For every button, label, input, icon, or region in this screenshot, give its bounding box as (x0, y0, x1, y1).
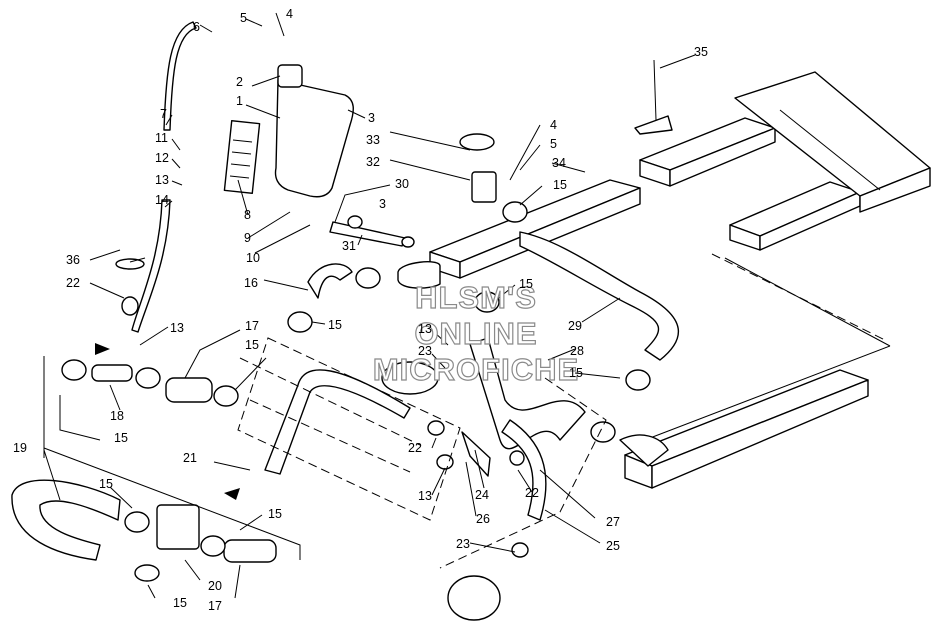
callout-12: 12 (155, 151, 169, 165)
callout-13: 13 (418, 489, 432, 503)
callout-13: 13 (170, 321, 184, 335)
callout-3: 3 (379, 197, 386, 211)
leader-lines (43, 12, 696, 599)
callout-22: 22 (408, 441, 422, 455)
callout-24: 24 (475, 488, 489, 502)
callout-17: 17 (208, 599, 222, 613)
callout-15: 15 (569, 366, 583, 380)
callout-36: 36 (66, 253, 80, 267)
callout-4: 4 (286, 7, 293, 21)
callout-18: 18 (110, 409, 124, 423)
callout-22: 22 (66, 276, 80, 290)
watermark-line-3: MICROFICHE (373, 352, 579, 387)
watermark: HLSM'S ONLINE MICROFICHE (372, 279, 579, 387)
callout-23: 23 (456, 537, 470, 551)
callout-16: 16 (244, 276, 258, 290)
callout-29: 29 (568, 319, 582, 333)
callout-11: 11 (155, 131, 168, 145)
callout-19: 19 (13, 441, 27, 455)
hose-clamps (61, 201, 651, 582)
callout-30: 30 (395, 177, 409, 191)
callout-10: 10 (246, 251, 260, 265)
callout-31: 31 (342, 239, 356, 253)
callout-15: 15 (268, 507, 282, 521)
callout-15: 15 (519, 277, 533, 291)
callout-15: 15 (114, 431, 128, 445)
callout-15: 15 (99, 477, 113, 491)
callout-21: 21 (183, 451, 197, 465)
hoses (11, 21, 680, 563)
callout-26: 26 (476, 512, 490, 526)
callout-23: 23 (418, 344, 432, 358)
callout-8: 8 (244, 208, 251, 222)
callout-13: 13 (418, 322, 432, 336)
heat-exchanger-frame (429, 71, 931, 489)
callout-17: 17 (245, 319, 259, 333)
callout-1: 1 (236, 94, 243, 108)
callout-22: 22 (525, 486, 539, 500)
coolant-bottle (223, 64, 354, 198)
arrow-marker-icon (95, 343, 110, 355)
arrow-marker-icon (224, 488, 240, 500)
callout-5: 5 (240, 11, 247, 25)
callout-14: 14 (155, 193, 169, 207)
callout-20: 20 (208, 579, 222, 593)
callout-5: 5 (550, 137, 557, 151)
callout-35: 35 (694, 45, 708, 59)
callout-27: 27 (606, 515, 620, 529)
callout-15: 15 (553, 178, 567, 192)
callout-25: 25 (606, 539, 620, 553)
callout-28: 28 (570, 344, 584, 358)
watermark-line-1: HLSM'S (415, 280, 537, 315)
callout-32: 32 (366, 155, 380, 169)
callout-33: 33 (366, 133, 380, 147)
watermark-line-2: ONLINE (414, 316, 537, 351)
callout-15: 15 (245, 338, 259, 352)
callout-15: 15 (328, 318, 342, 332)
callout-6: 6 (193, 20, 200, 34)
callout-7: 7 (160, 107, 167, 121)
callout-2: 2 (236, 75, 243, 89)
tunnel-bracket (43, 337, 607, 569)
callout-15: 15 (173, 596, 187, 610)
callout-3: 3 (368, 111, 375, 125)
callout-9: 9 (244, 231, 251, 245)
callout-34: 34 (552, 156, 566, 170)
callout-4: 4 (550, 118, 557, 132)
small-components (95, 59, 673, 621)
callout-13: 13 (155, 173, 169, 187)
